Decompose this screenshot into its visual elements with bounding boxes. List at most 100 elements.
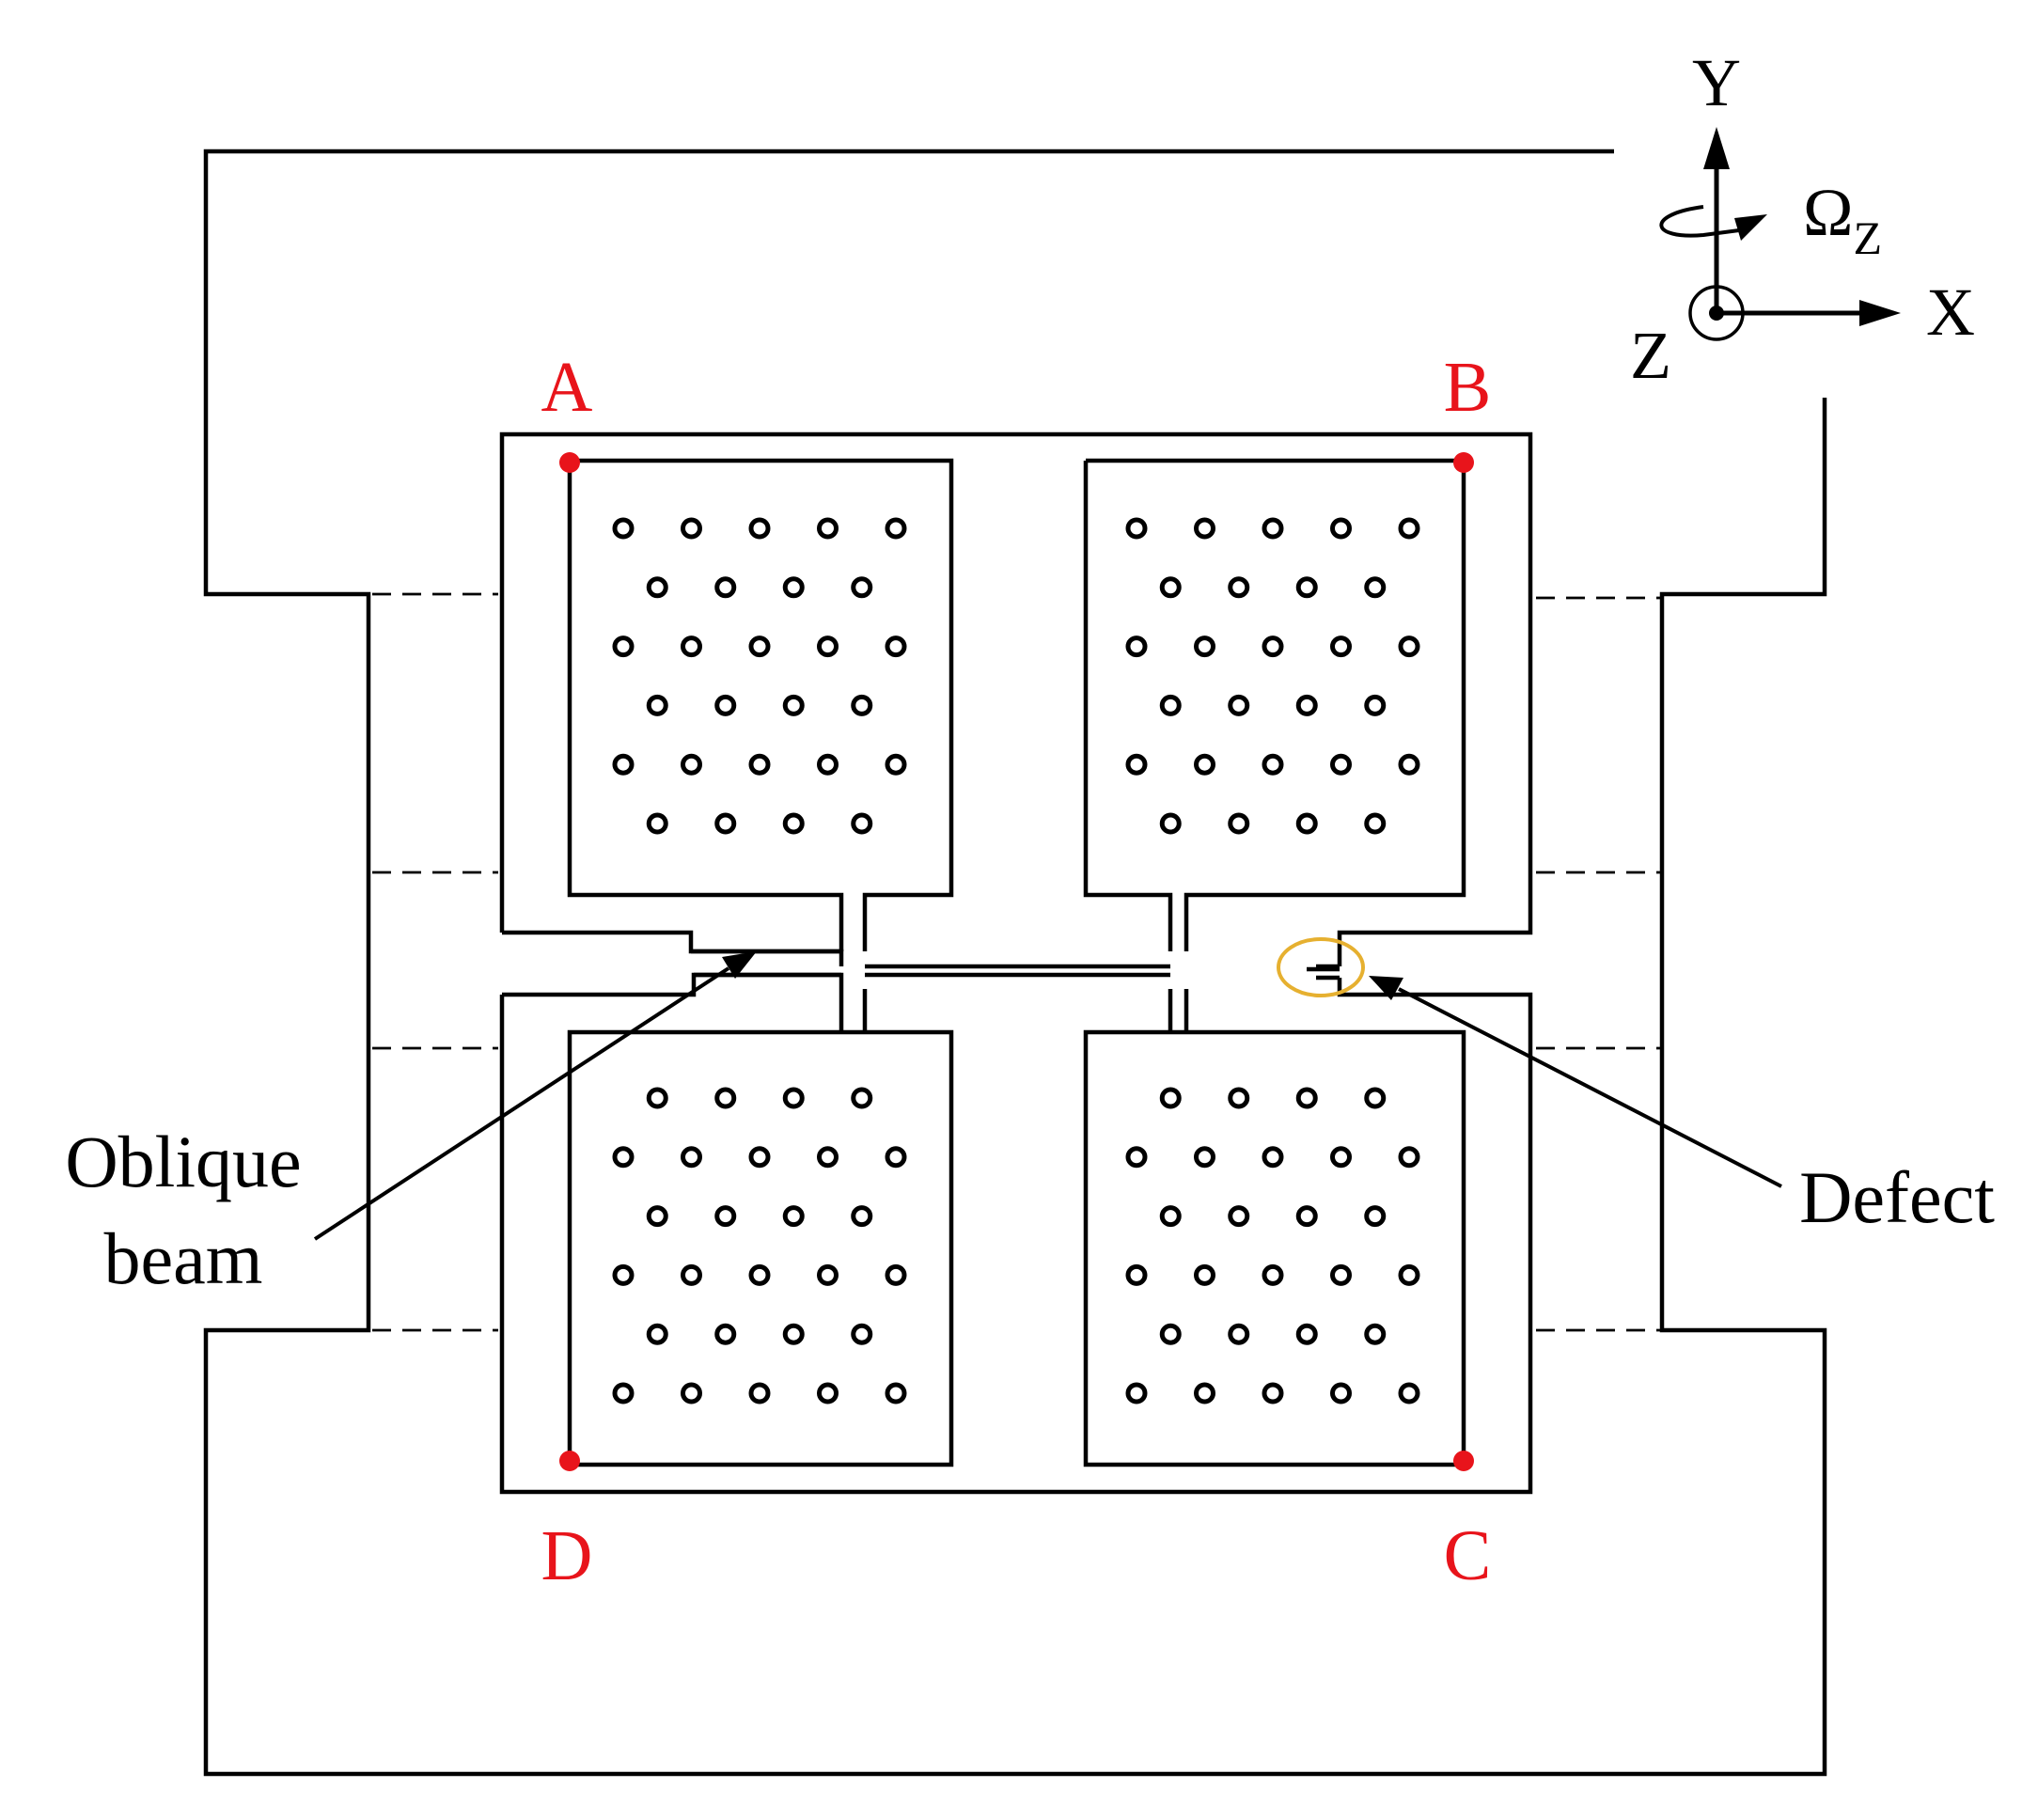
damping-hole-bottom-left [612, 1146, 635, 1169]
damping-hole-bottom-right [1364, 1205, 1387, 1228]
coordinate-system [1659, 127, 1901, 341]
damping-holes [612, 517, 1420, 1404]
corner-label-c: C [1444, 1516, 1492, 1595]
damping-hole-top-left [817, 517, 839, 540]
damping-hole-bottom-right [1125, 1146, 1148, 1169]
omega-symbol: Ω [1803, 175, 1854, 250]
damping-hole-bottom-left [681, 1382, 702, 1404]
damping-hole-top-right [1364, 576, 1387, 599]
damping-hole-top-left [646, 576, 668, 599]
damping-hole-bottom-right [1194, 1263, 1215, 1286]
corner-points [559, 452, 1474, 1471]
omega-label: ΩZ [1803, 175, 1882, 264]
oblique-beam-label-line2: beam [104, 1217, 263, 1299]
damping-hole-bottom-left [714, 1323, 737, 1345]
rotation-arrow-icon [1659, 205, 1740, 238]
y-axis-arrowhead [1703, 127, 1730, 169]
damping-hole-top-right [1125, 517, 1148, 540]
y-axis-label: Y [1692, 45, 1741, 120]
damping-hole-top-right [1295, 812, 1318, 835]
damping-hole-bottom-left [748, 1146, 771, 1169]
damping-hole-bottom-left [748, 1382, 771, 1404]
damping-hole-bottom-right [1228, 1205, 1250, 1228]
corner-label-b: B [1444, 348, 1492, 427]
damping-hole-top-right [1295, 576, 1318, 599]
damping-hole-top-left [646, 812, 668, 835]
damping-hole-top-left [681, 753, 702, 776]
damping-hole-bottom-right [1125, 1382, 1148, 1404]
damping-hole-bottom-right [1330, 1382, 1352, 1404]
damping-hole-top-right [1262, 635, 1284, 658]
damping-hole-top-right [1330, 635, 1352, 658]
damping-hole-bottom-right [1330, 1263, 1352, 1286]
defect-arrow [1369, 976, 1782, 1188]
damping-hole-bottom-left [817, 1263, 839, 1286]
damping-hole-top-right [1398, 517, 1420, 540]
damping-hole-bottom-right [1159, 1323, 1182, 1345]
proof-mass-top-left [567, 458, 954, 951]
damping-hole-bottom-left [714, 1205, 737, 1228]
damping-hole-bottom-right [1262, 1146, 1284, 1169]
damping-hole-bottom-left [851, 1087, 873, 1109]
proof-mass-top-right [1083, 458, 1466, 951]
oblique-beam-arrow [313, 951, 757, 1241]
damping-hole-bottom-right [1125, 1263, 1148, 1286]
damping-hole-top-right [1330, 753, 1352, 776]
damping-hole-top-right [1364, 694, 1387, 716]
damping-hole-bottom-right [1194, 1146, 1215, 1169]
damping-hole-top-left [714, 694, 737, 716]
damping-hole-top-left [714, 576, 737, 599]
damping-hole-bottom-right [1295, 1087, 1318, 1109]
omega-subscript: Z [1854, 212, 1883, 264]
damping-hole-top-right [1125, 635, 1148, 658]
damping-hole-top-right [1330, 517, 1352, 540]
defect-marker [1277, 937, 1365, 997]
damping-hole-top-left [885, 635, 907, 658]
damping-hole-top-left [782, 576, 805, 599]
damping-hole-bottom-left [885, 1146, 907, 1169]
damping-hole-bottom-right [1262, 1382, 1284, 1404]
damping-hole-top-left [748, 753, 771, 776]
damping-hole-bottom-right [1159, 1205, 1182, 1228]
damping-hole-bottom-right [1295, 1205, 1318, 1228]
damping-hole-top-right [1125, 753, 1148, 776]
damping-hole-top-right [1159, 694, 1182, 716]
damping-hole-top-left [851, 694, 873, 716]
outer-frame [203, 149, 1827, 1777]
damping-hole-top-left [748, 517, 771, 540]
z-axis-label: Z [1630, 318, 1671, 393]
damping-hole-top-left [714, 812, 737, 835]
damping-hole-bottom-right [1295, 1323, 1318, 1345]
damping-hole-bottom-left [681, 1263, 702, 1286]
suspension-dashed-lines [372, 592, 1662, 1332]
damping-hole-top-right [1228, 576, 1250, 599]
damping-hole-top-right [1262, 753, 1284, 776]
damping-hole-bottom-left [646, 1087, 668, 1109]
damping-hole-bottom-right [1398, 1146, 1420, 1169]
damping-hole-bottom-left [782, 1323, 805, 1345]
damping-hole-top-left [646, 694, 668, 716]
damping-hole-top-left [851, 576, 873, 599]
corner-point-b [1453, 452, 1474, 473]
damping-hole-bottom-left [782, 1087, 805, 1109]
oblique-beam [691, 949, 841, 978]
damping-hole-top-left [681, 635, 702, 658]
damping-hole-bottom-left [851, 1323, 873, 1345]
damping-hole-bottom-left [612, 1263, 635, 1286]
damping-hole-top-left [612, 517, 635, 540]
oblique-beam-label-line1: Oblique [65, 1121, 301, 1202]
x-axis-arrowhead [1859, 300, 1901, 326]
damping-hole-top-left [782, 812, 805, 835]
damping-hole-top-left [817, 635, 839, 658]
damping-hole-bottom-right [1364, 1323, 1387, 1345]
damping-hole-bottom-left [817, 1146, 839, 1169]
damping-hole-top-right [1364, 812, 1387, 835]
damping-hole-bottom-right [1330, 1146, 1352, 1169]
proof-mass-bottom-right [1083, 989, 1466, 1467]
damping-hole-top-right [1159, 812, 1182, 835]
proof-mass-bottom-left [567, 989, 954, 1467]
damping-hole-bottom-left [885, 1382, 907, 1404]
damping-hole-top-right [1228, 812, 1250, 835]
damping-hole-bottom-left [612, 1382, 635, 1404]
